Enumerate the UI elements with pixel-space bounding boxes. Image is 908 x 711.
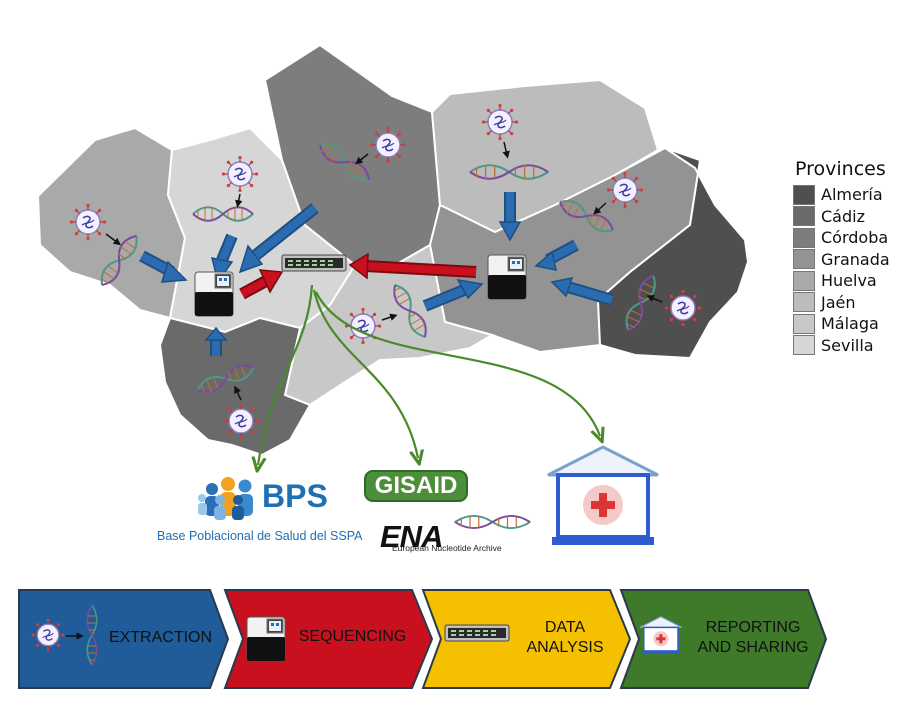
legend-item: Granada (793, 249, 903, 271)
sharing-arrows (258, 284, 600, 465)
virus-icon (31, 618, 65, 652)
virus-icon-sevilla (221, 155, 259, 193)
ena-helix-icon (453, 514, 532, 530)
pipeline (18, 589, 828, 689)
province-cadiz (158, 316, 312, 457)
step-reporting-line1: REPORTING (705, 619, 801, 636)
sequencer-icon-west (194, 271, 234, 317)
map-andalusia (36, 43, 750, 457)
ena-caption: European Nucleotide Archive (392, 543, 502, 553)
legend-label: Málaga (821, 314, 879, 334)
legend-swatch (793, 313, 815, 334)
bps-name: BPS (262, 478, 328, 514)
sequencer-icon-east (487, 254, 527, 300)
legend-swatch (793, 249, 815, 270)
step-reporting-sharing (619, 589, 828, 689)
step-extraction-label: EXTRACTION (98, 628, 223, 648)
bps-logo-icon (198, 477, 253, 520)
legend-label: Jaén (821, 292, 856, 312)
legend-label: Sevilla (821, 335, 874, 355)
province-huelva (36, 126, 187, 320)
virus-icon-jaen (481, 103, 519, 141)
legend-item: Almería (793, 184, 903, 206)
virus-icon-almeria (664, 289, 702, 327)
virus-icon-granada (606, 171, 644, 209)
legend-item: Huelva (793, 270, 903, 292)
data-transfer-arrows (239, 252, 477, 300)
legend-label: Granada (821, 249, 890, 269)
server-icon (281, 254, 347, 272)
step-sequencing-line1: SEQUENCING (298, 628, 407, 645)
gisaid-logo (364, 470, 468, 502)
step-reporting-line2: AND SHARING (697, 639, 809, 656)
legend-swatch (793, 292, 815, 313)
legend-swatch (793, 227, 815, 248)
extraction-arrows (105, 141, 663, 401)
hospital-icon (546, 445, 660, 547)
legend-item: Jaén (793, 292, 903, 314)
step-data-analysis-line1: DATA (544, 619, 586, 636)
legend-item: Cádiz (793, 206, 903, 228)
legend-swatch (793, 184, 815, 205)
step-reporting-label: REPORTING AND SHARING (688, 618, 818, 658)
step-sequencing-label: SEQUENCING (290, 627, 415, 647)
step-sequencing (223, 589, 434, 689)
legend-title: Provinces (795, 158, 886, 180)
legend-label: Cádiz (821, 206, 865, 226)
step-extraction-line1: EXTRACTION (108, 629, 213, 646)
virus-icon-huelva (69, 203, 107, 241)
sequencer-icon (246, 616, 286, 662)
virus-icon-cordoba (369, 126, 407, 164)
step-data-analysis-line2: ANALYSIS (526, 639, 604, 656)
legend-label: Almería (821, 185, 883, 205)
legend-swatch (793, 270, 815, 291)
legend-swatch (793, 335, 815, 356)
legend-label: Huelva (821, 271, 877, 291)
ena-name: ENA (380, 519, 443, 554)
server-icon (444, 624, 510, 642)
legend-item: Córdoba (793, 227, 903, 249)
step-extraction (18, 589, 230, 689)
step-data-analysis (421, 589, 632, 689)
virus-icon-cadiz (222, 402, 260, 440)
legend-item: Málaga (793, 313, 903, 335)
legend-swatch (793, 206, 815, 227)
gisaid-name: GISAID (374, 472, 458, 499)
legend-label: Córdoba (821, 228, 889, 248)
bps-caption: Base Poblacional de Salud del SSPA (157, 529, 363, 543)
step-data-analysis-label: DATA ANALYSIS (515, 618, 615, 658)
legend-item: Sevilla (793, 335, 903, 357)
